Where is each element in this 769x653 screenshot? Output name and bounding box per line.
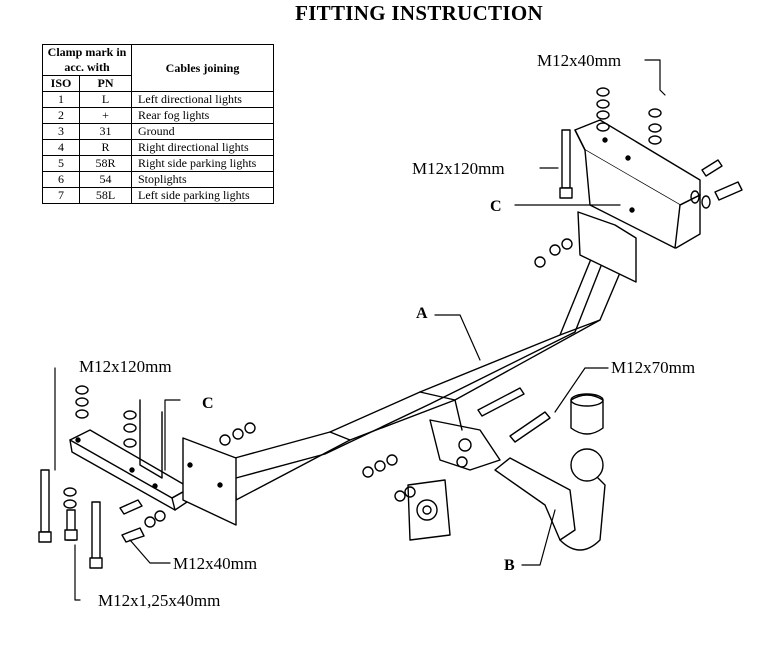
bolt-long-right (559, 129, 573, 199)
washers (63, 87, 711, 528)
label-towball: B (504, 557, 515, 574)
header-pn: PN (79, 75, 132, 92)
label-crossbar: A (416, 305, 428, 322)
clamp-table: Clamp mark in acc. with Cables joining I… (42, 44, 274, 204)
cell-cable: Left side parking lights (131, 187, 274, 204)
bracket-left (69, 399, 237, 526)
label-bracket-right: C (490, 198, 502, 215)
label-bracket-left: C (202, 395, 214, 412)
bolt-fine-left (64, 509, 78, 541)
label-bolt-top-left: M12x120mm (412, 159, 505, 178)
bolt-short-left (89, 501, 103, 569)
page-title: FITTING INSTRUCTION (295, 1, 543, 25)
label-bolt-top-right: M12x40mm (537, 51, 622, 70)
center-mount (407, 399, 501, 541)
leader-lines (54, 59, 666, 601)
cell-cable: Right side parking lights (131, 155, 274, 172)
cell-cable: Ground (131, 123, 274, 140)
cell-pn: 58L (79, 187, 132, 204)
label-bolt-ball: M12x70mm (611, 358, 696, 377)
bracket-right (574, 119, 701, 283)
header-cables: Cables joining (131, 44, 274, 92)
cell-cable: Right directional lights (131, 139, 274, 156)
label-bolt-left-fine: M12x1,25x40mm (98, 591, 221, 610)
cell-pn: 54 (79, 171, 132, 188)
cell-iso: 7 (42, 187, 80, 204)
cell-pn: 31 (79, 123, 132, 140)
label-bolt-left-short: M12x40mm (173, 554, 258, 573)
bolt-angled (119, 159, 743, 543)
header-clamp: Clamp mark in acc. with (42, 44, 132, 76)
bolt-long-left (38, 469, 52, 543)
cell-cable: Stoplights (131, 171, 274, 188)
label-bolt-left-long: M12x120mm (79, 357, 172, 376)
towball (494, 393, 606, 551)
